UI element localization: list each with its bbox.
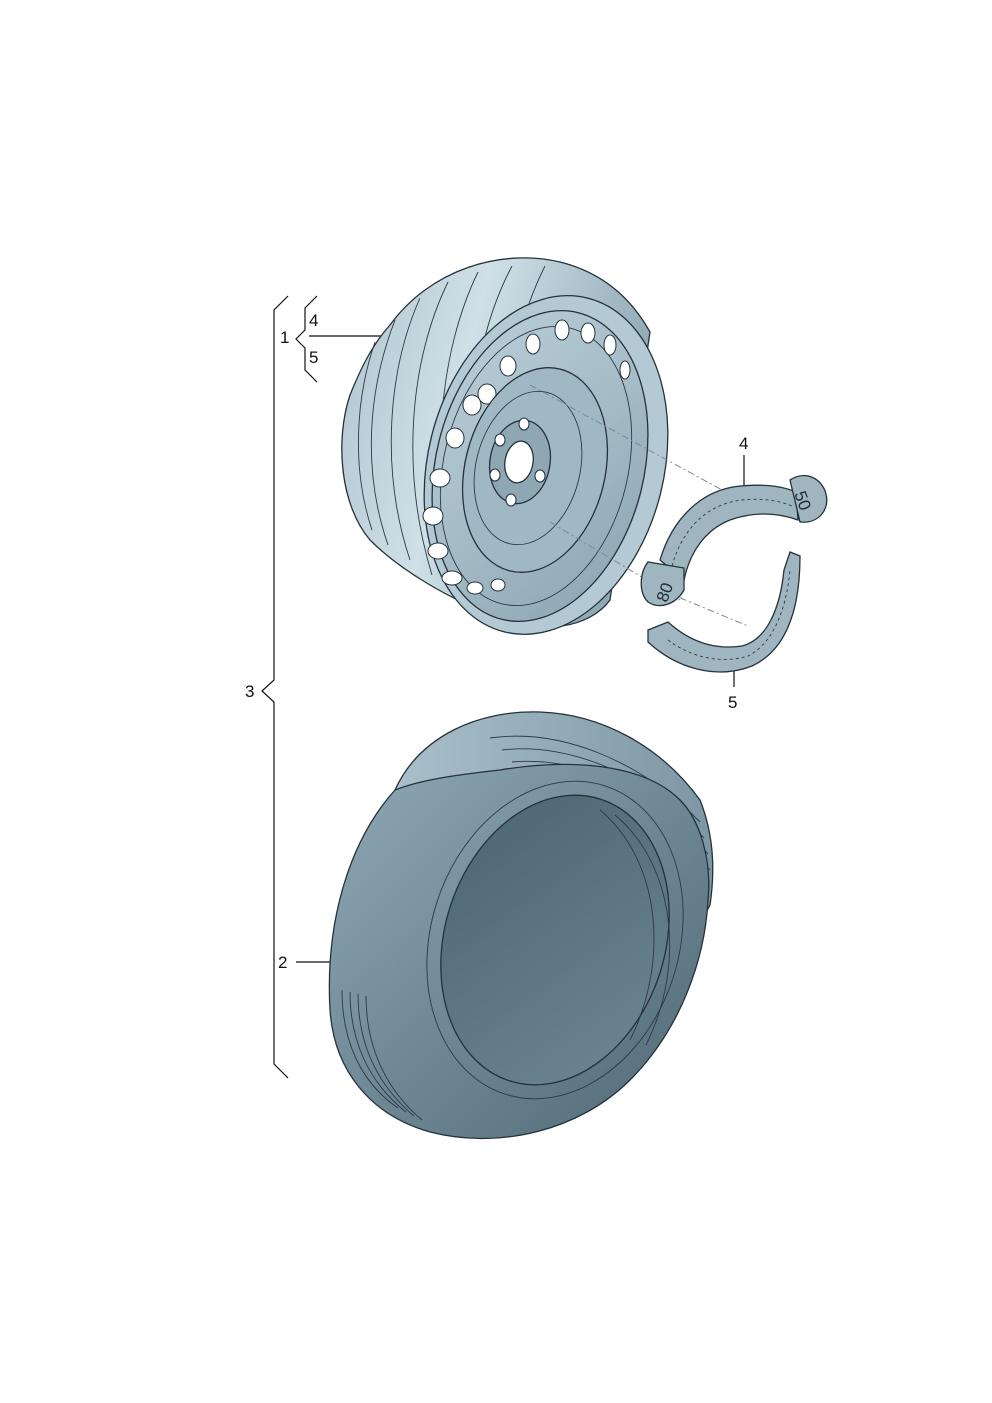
speed-sticker-upper: 80 50 — [640, 475, 828, 607]
tyre — [328, 711, 714, 1140]
brace-wheel-assembly — [295, 295, 318, 383]
tyre-bead — [426, 780, 684, 1100]
sticker-upper-band — [659, 484, 799, 582]
callout-tyre: 2 — [278, 953, 287, 972]
callout-complete-wheel: 3 — [245, 682, 254, 701]
rim-vent-holes — [422, 319, 631, 595]
sticker-upper-tab-left — [640, 561, 685, 607]
sticker-upper-tab-right — [789, 475, 828, 523]
callout-wheel-assembly-5: 5 — [309, 348, 318, 367]
rim-face-ring — [439, 325, 633, 607]
callout-wheel-assembly-4: 4 — [309, 311, 318, 330]
callout-wheel-assembly: 1 — [280, 328, 289, 347]
brace-complete-wheel — [261, 295, 289, 1079]
tyre-bore — [440, 794, 670, 1086]
steel-rim — [341, 257, 669, 635]
sticker-lower-band — [647, 551, 801, 673]
rim-centre-step — [473, 390, 583, 546]
rim-bolt-holes — [489, 417, 546, 507]
tyre-sidewall-grooves — [341, 989, 423, 1121]
rim-centre-bore — [504, 440, 534, 484]
callout-labels: 1 4 5 3 2 4 5 — [245, 311, 748, 972]
callout-sticker-upper: 4 — [739, 434, 748, 453]
callout-sticker-lower: 5 — [728, 693, 737, 712]
speed-sticker-lower — [647, 551, 801, 673]
